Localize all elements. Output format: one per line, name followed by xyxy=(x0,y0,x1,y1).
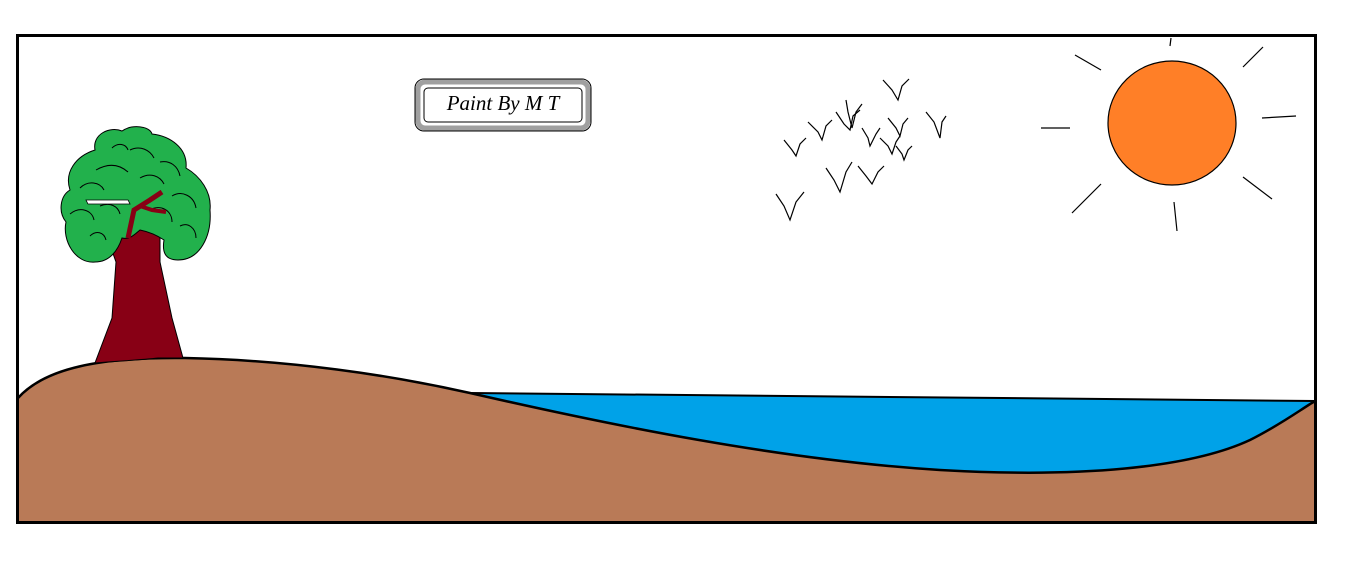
bird xyxy=(879,135,901,156)
bird xyxy=(825,161,853,194)
bird xyxy=(882,78,910,102)
sun-ray xyxy=(1242,176,1273,200)
canvas-frame xyxy=(16,34,1317,524)
tree-canopy xyxy=(60,126,211,263)
sun-ray xyxy=(1169,37,1172,47)
hill-outline xyxy=(17,356,1316,474)
bird xyxy=(783,137,807,158)
lake-shoreline xyxy=(469,392,1316,402)
bird xyxy=(895,145,913,162)
bird-flock xyxy=(775,78,947,222)
bird xyxy=(925,111,947,139)
bird xyxy=(857,165,885,186)
bird xyxy=(775,191,805,222)
sun xyxy=(1107,60,1237,186)
lake xyxy=(470,393,1315,473)
ground-hill xyxy=(18,357,1315,522)
bird xyxy=(807,119,833,142)
caption-text: Paint By M T xyxy=(446,91,561,115)
sun-ray xyxy=(1242,46,1264,68)
sun-ray xyxy=(1261,115,1297,119)
bird xyxy=(861,127,881,148)
sun-rays xyxy=(1041,37,1297,232)
bird xyxy=(845,99,863,129)
sun-ray xyxy=(1071,183,1102,214)
tree-trunk xyxy=(94,217,184,364)
sun-ray xyxy=(1173,201,1178,232)
sun-ray xyxy=(1074,54,1102,71)
caption-sign: Paint By M T xyxy=(414,78,592,132)
